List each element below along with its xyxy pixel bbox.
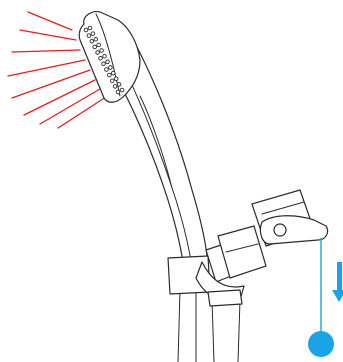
nozzle [112, 71, 116, 75]
spray-line [58, 97, 106, 128]
nozzle [93, 45, 97, 49]
nozzle [105, 68, 109, 72]
spray-line [28, 12, 72, 30]
nozzle [90, 40, 94, 44]
spray-line [8, 60, 85, 76]
nozzle [84, 28, 88, 32]
nozzle [91, 32, 95, 36]
spray-line [20, 30, 76, 40]
lever [260, 216, 327, 244]
nozzle [87, 34, 91, 38]
nozzle [100, 49, 104, 53]
pull-ball-icon [308, 331, 334, 357]
nozzle [108, 73, 112, 77]
nozzle [99, 56, 103, 60]
nozzle [109, 66, 113, 70]
shower-head [79, 12, 140, 103]
nozzle [94, 38, 98, 42]
nozzle [116, 90, 120, 94]
nozzle [110, 79, 114, 83]
spray-line [12, 50, 80, 52]
nozzle [117, 83, 121, 87]
nozzle [96, 51, 100, 55]
nozzle [114, 77, 118, 81]
nozzle [120, 88, 124, 92]
spray-line [12, 70, 90, 98]
nozzle [106, 60, 110, 64]
lever-pivot [274, 224, 286, 236]
nozzle [113, 85, 117, 89]
nozzle [102, 62, 106, 66]
nozzle [103, 54, 107, 58]
nozzle [88, 26, 92, 30]
nozzle [97, 43, 101, 47]
pull-down-arrow-icon [332, 262, 343, 302]
